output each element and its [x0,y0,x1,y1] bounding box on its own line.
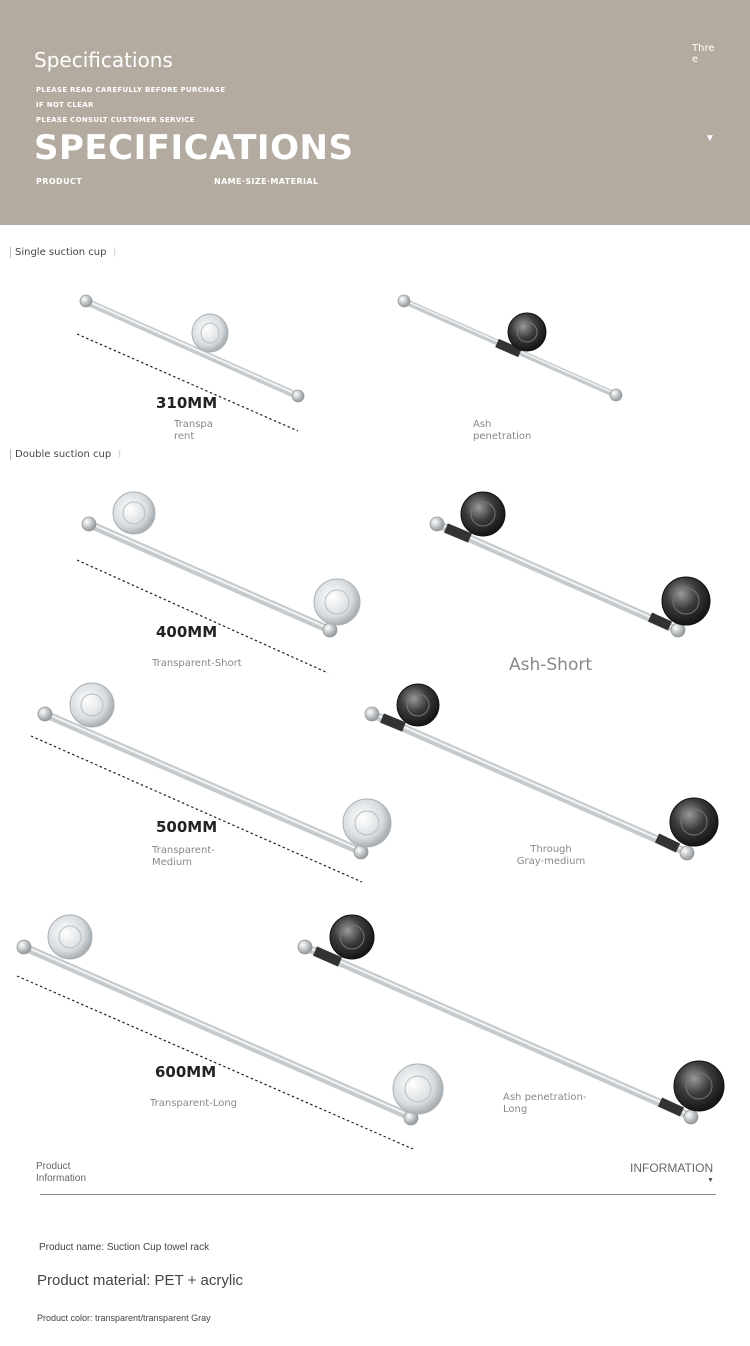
single-suction-label: Single suction cup [10,247,116,258]
header-note-1: PLEASE READ CAREFULLY BEFORE PURCHASE [36,86,226,94]
header-product-label: PRODUCT [36,177,83,186]
product-color-line: Product color: transparent/transparent G… [37,1313,211,1323]
header-note-3: PLEASE CONSULT CUSTOMER SERVICE [36,116,195,124]
single-transparent-rack [76,294,305,432]
short-ash-rack [429,491,711,638]
size-310-label: 310MM [156,394,218,412]
single-ash-caption: Ash penetration [473,419,532,442]
medium-transparent-caption: Transparent-Medium [152,845,215,868]
header-note-2: IF NOT CLEAR [36,101,94,109]
short-transparent-rack [76,491,361,674]
short-transparent-caption: Transparent-Short [152,658,242,669]
header-side-text: Three [692,43,715,65]
size-600-label: 600MM [155,1063,217,1081]
header-title: Specifications [34,48,173,72]
product-name-line: Product name: Suction Cup towel rack [39,1242,210,1253]
header-big-title: SPECIFICATIONS [34,128,354,168]
medium-gray-rack [364,683,719,861]
single-ash-rack [397,294,623,402]
header-name-size-material: NAME·SIZE·MATERIAL [214,177,319,186]
size-400-label: 400MM [156,623,218,641]
triangle-down-small-icon: ▼ [707,1177,714,1184]
divider [40,1194,716,1195]
short-ash-caption: Ash-Short [509,655,593,675]
information-label: INFORMATION [630,1161,714,1175]
product-material-line: Product material: PET + acrylic [37,1272,244,1289]
medium-gray-caption: Through Gray-medium [516,844,586,867]
size-500-label: 500MM [156,818,218,836]
triangle-down-icon: ▼ [705,133,715,144]
product-drawings [16,294,725,1150]
double-suction-label: Double suction cup [10,449,121,460]
single-transparent-caption: Transparent [174,419,213,442]
long-transparent-caption: Transparent-Long [150,1098,238,1109]
long-transparent-rack [16,914,444,1150]
long-ash-rack [297,914,725,1125]
spec-header [0,0,750,225]
medium-transparent-rack [30,682,392,883]
product-information-label: Product Information [36,1161,87,1184]
long-ash-caption: Ash penetration-Long [503,1092,587,1115]
